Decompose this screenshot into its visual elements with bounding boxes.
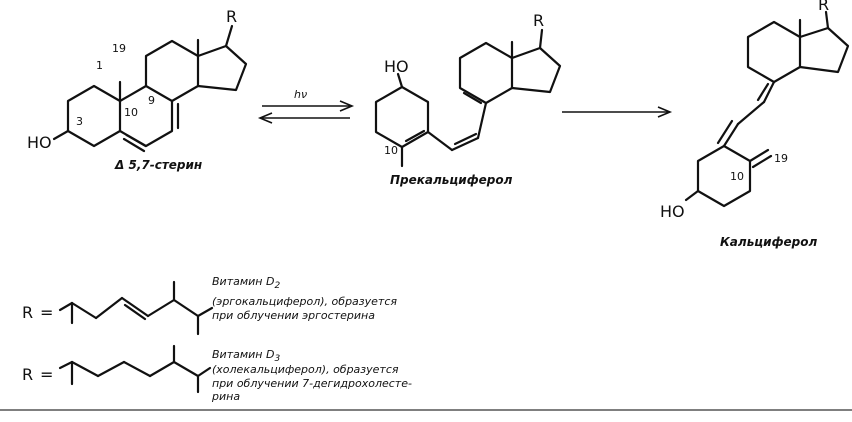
precalciferol-substituent-r: R xyxy=(533,11,544,30)
side-chain-d3-symbol: R xyxy=(22,365,33,384)
side-chain-d3-vitamin: Витамин D3 xyxy=(212,348,280,364)
calciferol-structure: R HO 10 19 Кальциферол xyxy=(660,0,850,249)
sterol-ring-b xyxy=(118,84,180,153)
calciferol-ring-c xyxy=(746,20,802,84)
sterol-hydroxyl: HO xyxy=(27,133,52,152)
side-chain-d2: R = Витамин D2 (эргокальциферол), образу… xyxy=(22,275,397,336)
calciferol-locant-10: 10 xyxy=(730,170,744,183)
hv-label: hν xyxy=(294,88,307,101)
side-chain-d3: R = Витамин D3 (холекальциферол), образу… xyxy=(22,344,412,403)
precalciferol-triene-chain xyxy=(426,101,488,152)
side-chain-d3-line-2: при облучении 7-дегидрохолесте- xyxy=(212,377,412,390)
equilibrium-arrows: hν xyxy=(257,88,355,124)
side-chain-d2-line-1: (эргокальциферол), образуется xyxy=(212,295,397,308)
sterol-double-bond-5-6b xyxy=(122,137,146,153)
calciferol-substituent-r: R xyxy=(818,0,829,14)
calciferol-ring-d xyxy=(798,26,850,74)
side-chain-d3-equals: = xyxy=(40,365,53,384)
calciferol-exocyclic-methylene xyxy=(748,148,773,169)
side-chain-d2-symbol: R xyxy=(22,303,33,322)
calciferol-triene-chain xyxy=(716,80,776,148)
sterol-structure: R HO 1 19 3 10 9 Δ 5,7-стерин xyxy=(27,7,248,172)
side-chain-d3-vitamin-subscript: 3 xyxy=(274,354,280,364)
sterol-locant-10: 10 xyxy=(124,106,138,119)
precalciferol-caption: Прекальциферол xyxy=(390,173,513,187)
side-chain-d3-skeleton xyxy=(58,344,212,394)
precalciferol-locant-10: 10 xyxy=(384,144,398,157)
calciferol-caption: Кальциферол xyxy=(720,235,817,249)
sterol-locant-9: 9 xyxy=(148,94,155,107)
side-chain-d3-line-1: (холекальциферол), образуется xyxy=(212,363,399,376)
precalciferol-double-bond-ring xyxy=(404,129,426,143)
precalciferol-r-bond xyxy=(538,28,544,50)
sterol-ho-bond xyxy=(52,129,70,141)
side-chain-d2-skeleton xyxy=(58,280,214,336)
side-chain-d2-line-2: при облучении эргостерина xyxy=(212,309,375,322)
sterol-double-bond-5-6 xyxy=(125,134,147,148)
side-chain-d2-equals: = xyxy=(40,303,53,322)
calciferol-locant-19: 19 xyxy=(774,152,788,165)
precalciferol-ring-d xyxy=(510,46,562,94)
sterol-locant-3: 3 xyxy=(76,115,83,128)
sterol-r-bond xyxy=(224,24,234,48)
side-chain-d2-vitamin-subscript: 2 xyxy=(274,281,280,291)
sterol-locant-19: 19 xyxy=(112,42,126,55)
side-chain-d2-vitamin-label: Витамин D xyxy=(212,275,274,288)
sterol-substituent-r: R xyxy=(226,7,237,26)
side-chain-d3-vitamin-label: Витамин D xyxy=(212,348,274,361)
precalciferol-ho-bond xyxy=(396,72,404,89)
precalciferol-hydroxyl: HO xyxy=(384,57,409,76)
sterol-caption: Δ 5,7-стерин xyxy=(114,158,202,172)
side-chain-d3-line-3: рина xyxy=(211,390,240,403)
calciferol-hydroxyl: HO xyxy=(660,202,685,221)
calciferol-ho-bond xyxy=(684,189,700,202)
precalciferol-ring-a xyxy=(374,85,430,149)
side-chain-d2-vitamin: Витамин D2 xyxy=(212,275,280,291)
sterol-ring-d xyxy=(196,44,248,92)
sterol-ring-c xyxy=(144,39,200,103)
precalciferol-double-bond-9-11 xyxy=(462,91,483,105)
calciferol-r-bond xyxy=(824,10,830,30)
sterol-locant-1: 1 xyxy=(96,59,103,72)
forward-arrow xyxy=(562,106,673,118)
precalciferol-structure: R HO 10 Прекальциферол xyxy=(374,11,562,187)
precalciferol-ring-c xyxy=(458,41,514,105)
